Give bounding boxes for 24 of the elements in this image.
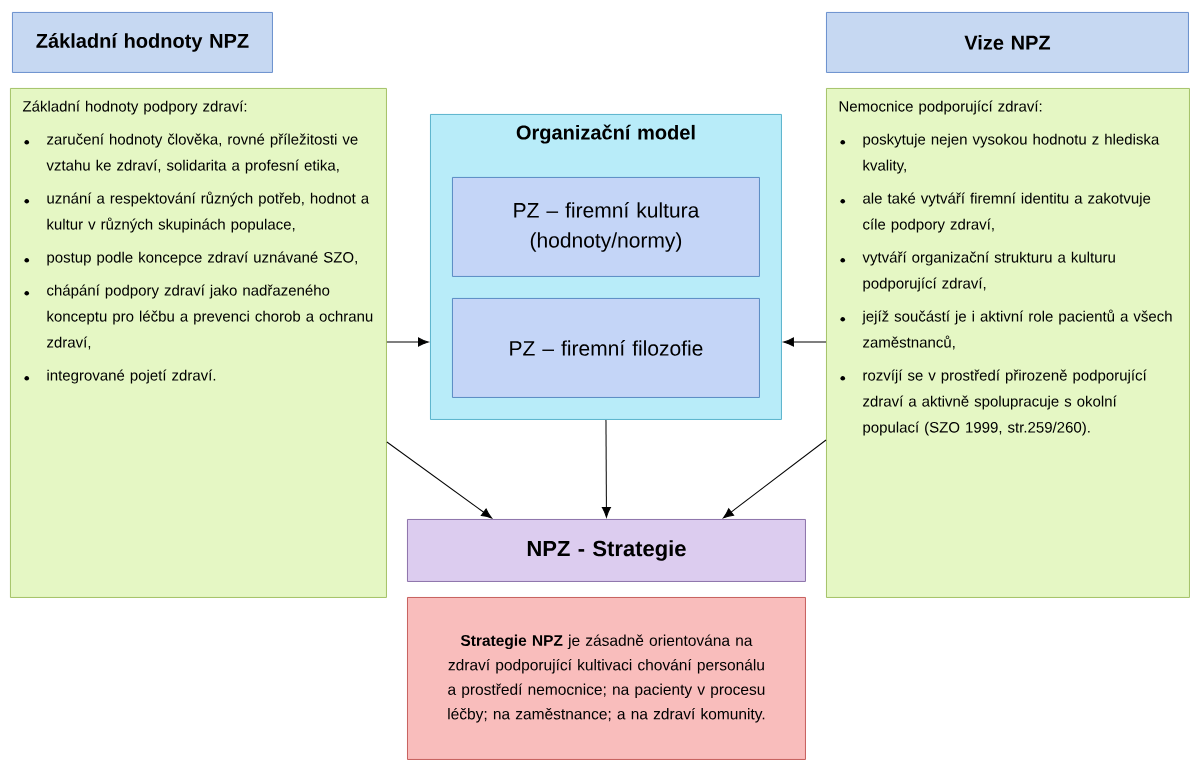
description-box: Strategie NPZ je zásadně orientována na zdraví podporující kultivaci chování personálu a prostředí nemocnice; na pacienty v procesu léčby; na zaměstnance; a na zdraví komunity. (407, 597, 806, 760)
arrow (601, 419, 611, 518)
text-box (826, 88, 1190, 598)
strategy-box: NPZ - Strategie (407, 519, 806, 582)
inner-box: PZ – firemní kultura (hodnoty/normy) (452, 177, 760, 277)
list-heading: Základní hodnoty podpory zdraví: (22, 100, 247, 115)
header-box: Vize NPZ (826, 12, 1189, 73)
list-item: integrované pojetí zdraví. (24, 369, 216, 384)
arrow (783, 337, 827, 347)
list-item: poskytuje nejen vysokou hodnotu z hlediska kvality, (840, 133, 1160, 174)
list-item: jejíž součástí je i aktivní role pacientů a všech zaměstnanců, (840, 309, 1172, 350)
list-heading: Nemocnice podporující zdraví: (839, 100, 1042, 115)
list-item: chápání podpory zdraví jako nadřazeného konceptu pro léčbu a prevenci chorob a ochranu zdraví, (24, 284, 373, 350)
arrow (386, 441, 492, 519)
arrow (723, 439, 827, 519)
header-box: Základní hodnoty NPZ (12, 12, 273, 73)
inner-box: PZ – firemní filozofie (452, 298, 760, 398)
group-title: Organizační model (516, 124, 695, 144)
list-item: rozvíjí se v prostředí přirozeně podporující zdraví a aktivně spolupracuje s okolní populací (SZO 1999, str.259/260). (840, 369, 1147, 436)
list-item: postup podle koncepce zdraví uznávané SZO, (24, 251, 357, 266)
text-box (10, 88, 387, 598)
arrow (386, 337, 429, 347)
list-item: ale také vytváří firemní identitu a zakotvuje cíle podpory zdraví, (840, 192, 1151, 233)
list-item: uznání a respektování různých potřeb, hodnot a kultur v různých skupinách populace, (24, 191, 370, 233)
